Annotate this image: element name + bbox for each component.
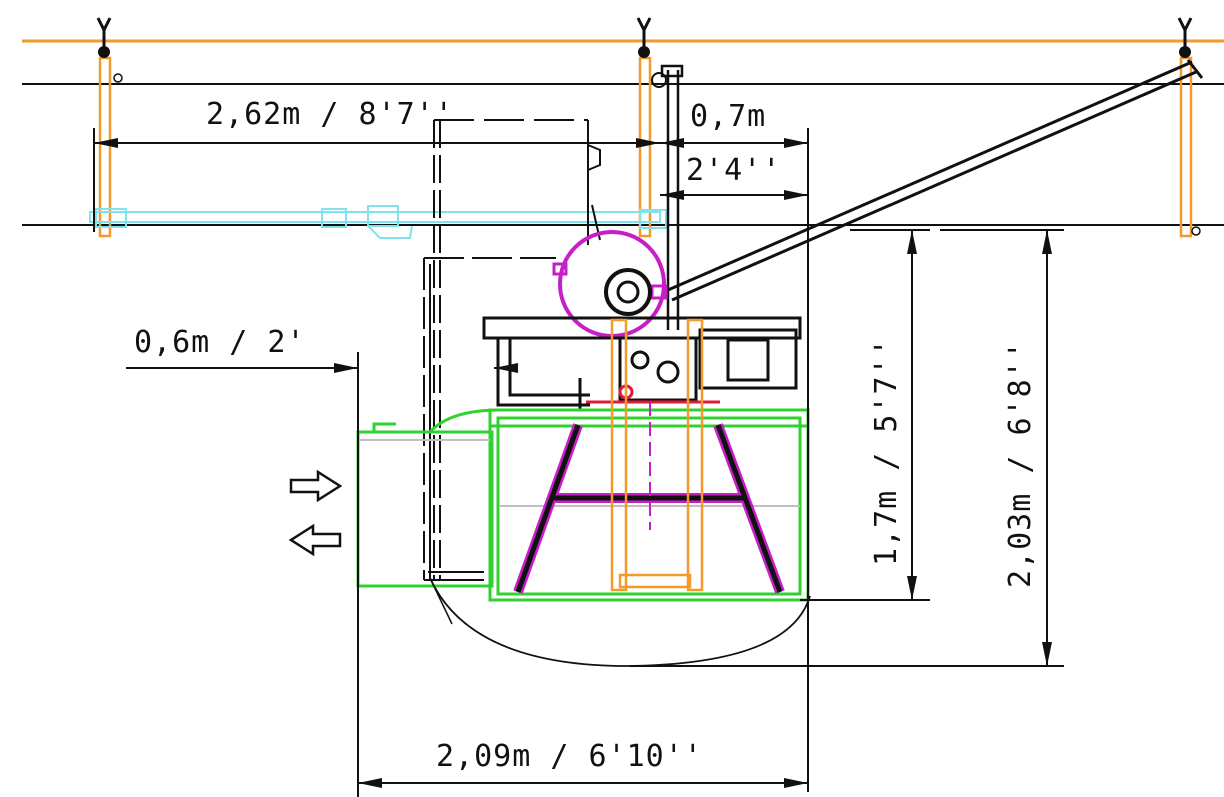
inner-guides <box>610 318 704 592</box>
dim-height-platform-label: 1,7m / 5'7'' <box>869 337 904 566</box>
winch-ring <box>552 230 668 338</box>
hanger-left <box>96 17 123 238</box>
door-outline-dashed <box>423 119 589 581</box>
dim-width-total <box>358 778 808 788</box>
arrow-left-icon <box>288 523 342 557</box>
rail-profile <box>89 205 667 239</box>
dim-clearance <box>126 352 518 797</box>
door-swing-arc <box>429 577 811 667</box>
arrow-right-icon <box>289 469 343 503</box>
hanger-middle <box>636 17 667 238</box>
dim-offset-metric-label: 0,7m <box>690 99 766 134</box>
dim-rail-spacing <box>93 128 660 232</box>
dim-offset <box>660 128 809 792</box>
dim-width-total-label: 2,09m / 6'10'' <box>436 739 703 774</box>
dim-clearance-label: 0,6m / 2' <box>134 325 306 360</box>
jib-arm <box>667 59 1204 302</box>
dim-height-total <box>630 229 1064 667</box>
basket <box>356 408 810 602</box>
hanger-right <box>1177 17 1201 238</box>
dim-offset-imperial-label: 2'4'' <box>686 153 781 188</box>
dim-height-platform <box>800 229 930 601</box>
dim-height-total-label: 2,03m / 6'8'' <box>1003 340 1038 588</box>
a-frame <box>513 423 785 594</box>
door-swing-chord <box>429 577 453 625</box>
work-platform <box>482 316 802 410</box>
dim-rail-spacing-label: 2,62m / 8'7'' <box>206 97 454 132</box>
